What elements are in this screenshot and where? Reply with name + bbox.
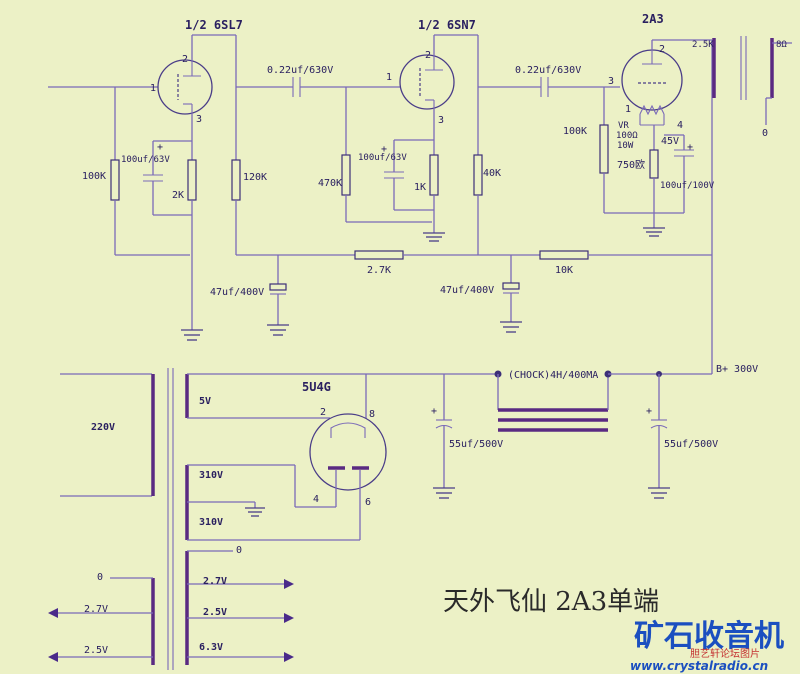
coupling-cap-1: 0.22uf/630V: [267, 65, 415, 97]
bplus-label: B+ 300V: [716, 364, 758, 375]
voltage-label: 45V: [661, 136, 679, 147]
resistor-label: 100Ω: [616, 131, 638, 141]
capacitor-label: 100uf/100V: [660, 181, 715, 191]
resistor-label: 2.7K: [367, 265, 391, 276]
capacitor-label: 55uf/500V: [449, 439, 503, 450]
voltage-label: 5V: [199, 396, 211, 407]
resistor-label: 750欧: [617, 159, 645, 171]
arrow-icon: [284, 613, 294, 623]
pin-label: 2: [320, 407, 326, 418]
tube-label-2a3: 2A3: [642, 12, 664, 26]
ground-icon: [648, 487, 670, 499]
polarity-label: +: [646, 406, 652, 417]
resistor-label: 40K: [483, 168, 501, 179]
ground-icon: [423, 232, 445, 242]
coupling-cap-2: 0.22uf/630V: [515, 65, 620, 97]
polarity-label: +: [381, 144, 387, 155]
capacitor-label: 55uf/500V: [664, 439, 718, 450]
resistor-label: VR: [618, 121, 629, 131]
resistor-label: 100K: [563, 126, 587, 137]
pin-label: 2: [182, 54, 188, 65]
svg-text:www.crystalradio.cn: www.crystalradio.cn: [630, 659, 768, 673]
voltage-label: 0: [97, 572, 103, 583]
tube-6sl7: [157, 59, 213, 115]
voltage-label: 2.7V: [203, 576, 227, 587]
pin-label: 8: [369, 409, 375, 420]
voltage-label: 2.5V: [203, 607, 227, 618]
capacitor-label: 0.22uf/630V: [515, 65, 581, 76]
tube-label-5u4g: 5U4G: [302, 380, 331, 394]
pin-label: 1: [625, 104, 631, 115]
ground-icon: [245, 507, 265, 517]
capacitor-label: 47uf/400V: [440, 285, 494, 296]
resistor-label: 100K: [82, 171, 106, 182]
svg-text:矿石收音机: 矿石收音机: [634, 619, 784, 654]
resistor-label: 10K: [555, 265, 573, 276]
arrow-icon: [284, 579, 294, 589]
arrow-icon: [48, 608, 58, 618]
pin-label: 1: [386, 72, 392, 83]
stage-2a3: 2A3 2 3 1 4 100K VR 100Ω 10W 750欧 45V 10…: [563, 12, 715, 255]
capacitor-label: 0.22uf/630V: [267, 65, 333, 76]
stage-6sl7: 1/2 6SL7 1 2 3 100K 2K 120K 100uf/63V +: [48, 18, 293, 341]
capacitor-label: 47uf/400V: [210, 287, 264, 298]
resistor-label: 470K: [318, 178, 342, 189]
capacitor-label: 100uf/63V: [358, 153, 407, 163]
output-transformer: 2.5K 8Ω 0: [692, 36, 792, 139]
ground-icon: [267, 324, 289, 336]
pin-label: 3: [438, 115, 444, 126]
polarity-label: +: [687, 142, 693, 153]
pin-label: 2: [425, 50, 431, 61]
choke-label: (CHOCK)4H/400MA: [508, 370, 598, 381]
tube-6sn7: [399, 54, 455, 110]
pin-label: 3: [196, 114, 202, 125]
voltage-label: 2.5V: [84, 645, 108, 656]
resistor-label: 10W: [617, 141, 634, 151]
svg-text:胆艺轩论坛图片: 胆艺轩论坛图片: [690, 647, 760, 660]
resistor-label: 120K: [243, 172, 267, 183]
pin-label: 6: [365, 497, 371, 508]
pin-label: 4: [677, 120, 683, 131]
ot-secondary-label: 8Ω: [776, 40, 787, 50]
ground-icon: [433, 487, 455, 499]
ot-primary-label: 2.5K: [692, 40, 714, 50]
voltage-label: 220V: [91, 422, 115, 433]
tube-label-6sl7: 1/2 6SL7: [185, 18, 243, 32]
bplus-rail: 2.7K 10K 47uf/400V 47uf/400V: [210, 250, 713, 374]
voltage-label: 6.3V: [199, 642, 223, 653]
ground-icon: [181, 329, 203, 341]
voltage-label: 2.7V: [84, 604, 108, 615]
resistor-label: 2K: [172, 190, 184, 201]
watermark-logo: 矿石收音机 胆艺轩论坛图片 www.crystalradio.cn: [630, 619, 784, 673]
power-supply: 220V 5V 310V 310V 5U4G 2 8 4 6 (CHOCK)4H…: [48, 364, 758, 670]
arrow-icon: [48, 652, 58, 662]
resistor-label: 1K: [414, 182, 426, 193]
stage-6sn7: 1/2 6SN7 1 2 3 470K 1K 40K 100uf/63V +: [318, 18, 541, 255]
pin-label: 1: [150, 83, 156, 94]
pin-label: 4: [313, 494, 319, 505]
ground-icon: [643, 227, 665, 237]
polarity-label: +: [157, 142, 163, 153]
tube-5u4g: [309, 413, 387, 491]
ot-ground-label: 0: [762, 128, 768, 139]
pin-label: 3: [608, 76, 614, 87]
pin-label: 2: [659, 44, 665, 55]
arrow-icon: [284, 652, 294, 662]
voltage-label: 310V: [199, 517, 223, 528]
polarity-label: +: [431, 406, 437, 417]
ground-icon: [500, 321, 522, 333]
diagram-title: 天外飞仙 2A3单端: [443, 587, 659, 617]
voltage-label: 0: [236, 545, 242, 556]
capacitor-label: 100uf/63V: [121, 155, 170, 165]
voltage-label: 310V: [199, 470, 223, 481]
tube-label-6sn7: 1/2 6SN7: [418, 18, 476, 32]
